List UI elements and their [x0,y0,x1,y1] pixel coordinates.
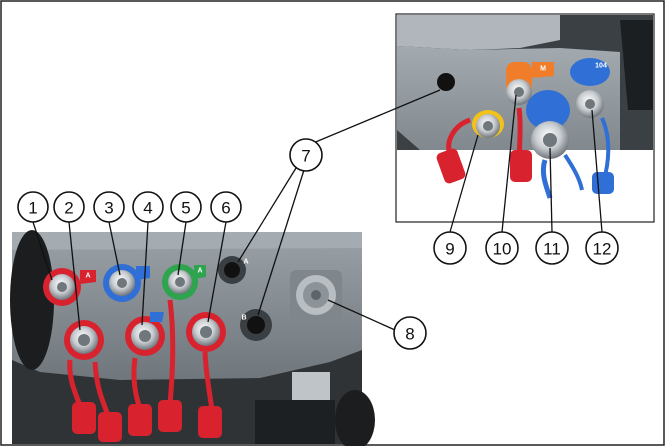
inset-empty-port [437,73,455,91]
callout-1: 1 [17,191,49,223]
electrical-socket [290,270,342,320]
callout-9-label: 9 [445,240,454,259]
callout-10-label: 10 [493,240,512,259]
coupler-11 [526,90,584,199]
dust-caps [67,299,222,442]
coupler-3 [103,264,150,302]
callout-3: 3 [93,191,125,223]
callout-6-label: 6 [221,199,230,218]
callout-5: 5 [170,191,202,223]
tire-left [10,230,54,370]
callout-4-label: 4 [143,199,152,218]
leader-lines [32,89,603,331]
callout-2-label: 2 [64,199,73,218]
callout-1-label: 1 [28,199,37,218]
callout-12-label: 12 [593,240,612,259]
callout-3-label: 3 [104,199,113,218]
coupler-4 [125,312,165,356]
port-label-5a: A [197,268,202,275]
coupler-12: 104 [570,58,614,194]
coupler-5: A [162,264,206,300]
port-label-12: 104 [595,63,607,70]
callout-10: 10 [485,231,519,265]
coupler-1: A [43,268,96,306]
coupler-9 [436,110,504,184]
port-label-7b: B [241,315,246,322]
callout-6: 6 [210,191,242,223]
callout-11: 11 [535,231,569,265]
port-label-1a: A [85,273,90,280]
callout-7: 7 [289,138,323,172]
callout-2: 2 [53,191,85,223]
coupler-6 [186,312,226,352]
tire-right [620,20,653,110]
callout-8-label: 8 [405,325,414,344]
callout-7-label: 7 [301,147,310,166]
main-panel-photo: A A A [10,230,375,446]
empty-port-upper: A [218,256,249,284]
port-label-10m: M [540,66,546,73]
callout-12: 12 [585,231,619,265]
empty-port-lower: B [240,309,272,341]
callout-11-label: 11 [543,240,561,259]
callout-9: 9 [433,231,467,265]
callout-8: 8 [393,316,427,350]
inset-panel-photo: M 104 [395,13,655,223]
port-label-7a: A [243,259,248,266]
callout-5-label: 5 [181,199,190,218]
coupler-2 [64,320,104,360]
coupler-10: M [506,62,554,182]
callout-4: 4 [132,191,164,223]
